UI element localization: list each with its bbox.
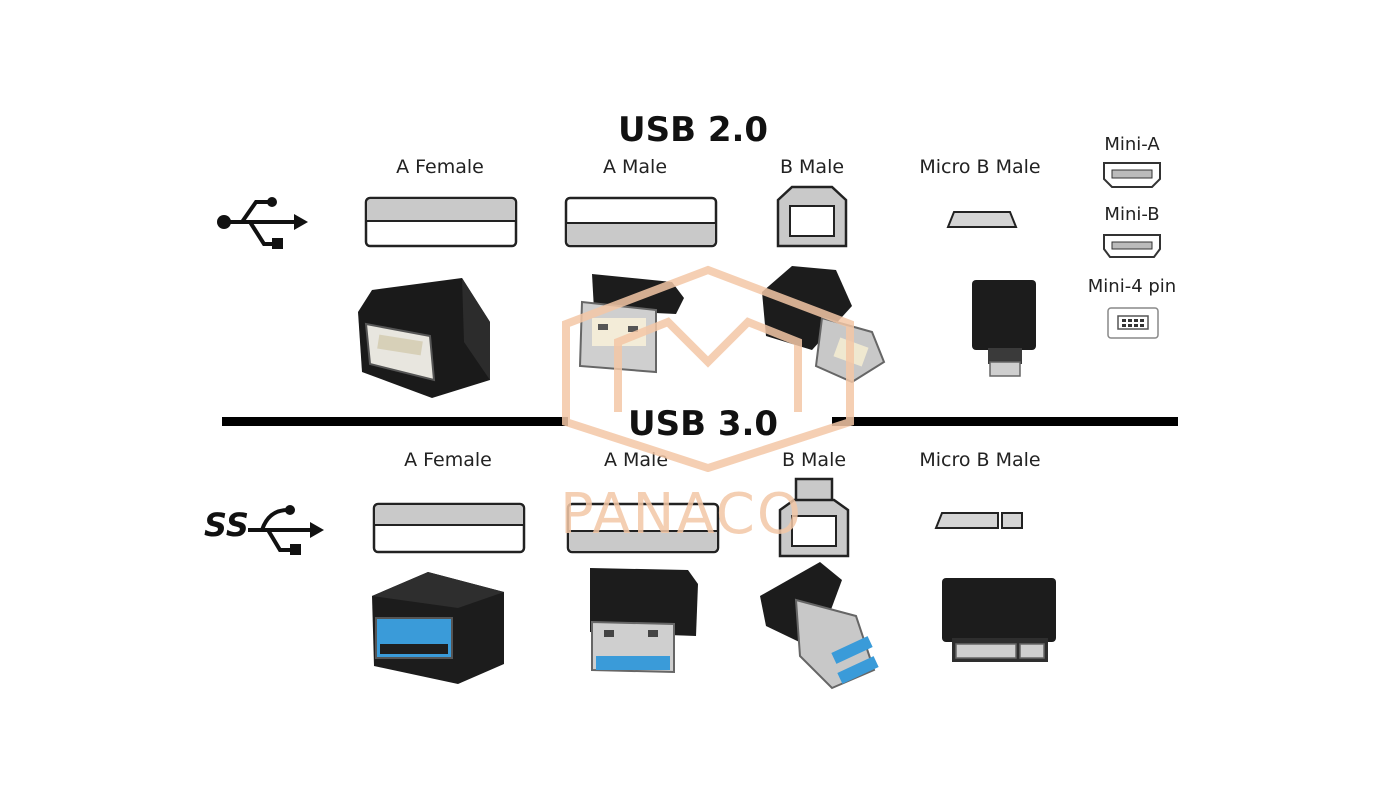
usb3-label-a-female: A Female bbox=[404, 449, 492, 471]
divider-right bbox=[832, 417, 1178, 426]
usb3-a-female-diagram bbox=[372, 502, 526, 554]
usb2-title: USB 2.0 bbox=[618, 110, 769, 150]
usb3-a-male-diagram bbox=[566, 502, 720, 554]
usb2-b-male-diagram bbox=[776, 185, 848, 248]
ss-logo-text: SS bbox=[204, 506, 249, 544]
usb2-a-male-photo bbox=[578, 274, 684, 374]
mini-b-label: Mini-B bbox=[1104, 204, 1160, 225]
usb2-b-male-photo bbox=[762, 266, 886, 384]
usb-superspeed-trident-icon bbox=[248, 505, 324, 555]
usb3-label-micro-b-male: Micro B Male bbox=[919, 449, 1041, 471]
usb2-a-female-diagram bbox=[364, 196, 518, 248]
mini-b-diagram bbox=[1103, 234, 1161, 258]
usb3-a-male-photo bbox=[590, 568, 698, 674]
usb3-a-female-photo bbox=[372, 572, 504, 684]
usb2-label-micro-b-male: Micro B Male bbox=[919, 156, 1041, 178]
mini-a-diagram bbox=[1103, 162, 1161, 188]
usb2-micro-b-photo bbox=[972, 280, 1036, 377]
usb3-micro-b-diagram bbox=[934, 512, 1023, 529]
usb3-b-male-diagram bbox=[778, 477, 850, 558]
usb2-label-b-male: B Male bbox=[779, 156, 845, 178]
usb3-b-male-photo bbox=[760, 562, 879, 690]
panaco-watermark-text: PANACO bbox=[560, 482, 803, 547]
usb2-a-male-diagram bbox=[564, 196, 718, 248]
divider-left bbox=[222, 417, 568, 426]
usb3-label-b-male: B Male bbox=[781, 449, 847, 471]
mini-4pin-diagram bbox=[1107, 307, 1159, 339]
usb2-label-a-male: A Male bbox=[602, 156, 668, 178]
usb2-label-a-female: A Female bbox=[396, 156, 484, 178]
usb2-micro-b-diagram bbox=[946, 211, 1018, 228]
mini-4pin-label: Mini-4 pin bbox=[1087, 276, 1177, 297]
usb3-micro-b-photo bbox=[942, 578, 1056, 662]
usb3-label-a-male: A Male bbox=[603, 449, 669, 471]
mini-a-label: Mini-A bbox=[1104, 134, 1160, 155]
usb-trident-icon bbox=[217, 197, 308, 249]
usb2-a-female-photo bbox=[358, 278, 490, 398]
usb3-title: USB 3.0 bbox=[628, 404, 779, 444]
